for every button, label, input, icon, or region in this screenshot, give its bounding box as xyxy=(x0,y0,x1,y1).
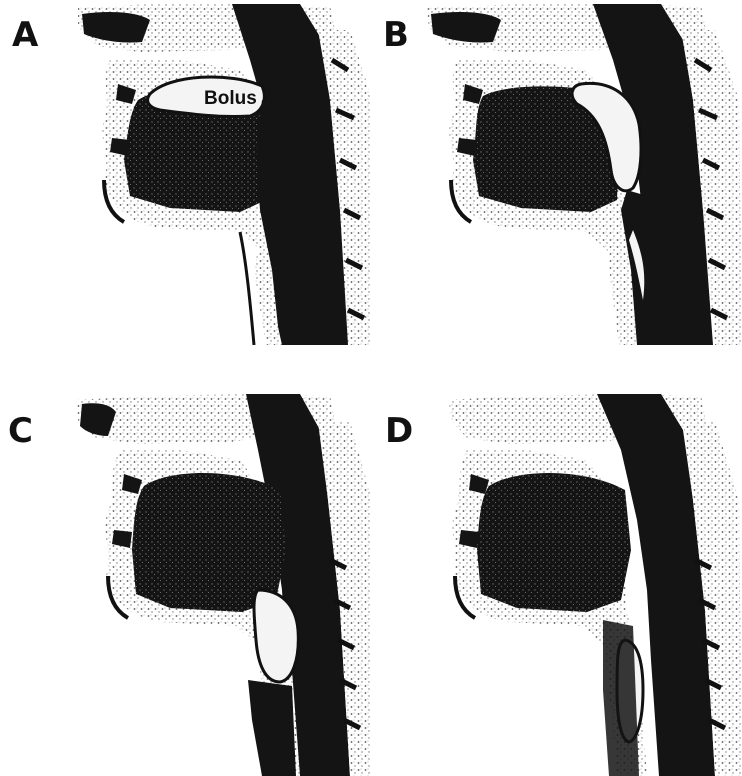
bolus-label: Bolus xyxy=(204,88,257,109)
head-sagittal-section-illustration xyxy=(371,0,742,370)
panel-d: D xyxy=(371,390,742,776)
head-sagittal-section-illustration xyxy=(0,390,371,776)
panel-a: A Bolus xyxy=(0,0,371,370)
panel-b: B xyxy=(371,0,742,370)
panel-c: C xyxy=(0,390,371,776)
head-sagittal-section-illustration xyxy=(371,390,742,776)
head-sagittal-section-illustration: Bolus xyxy=(0,0,371,370)
